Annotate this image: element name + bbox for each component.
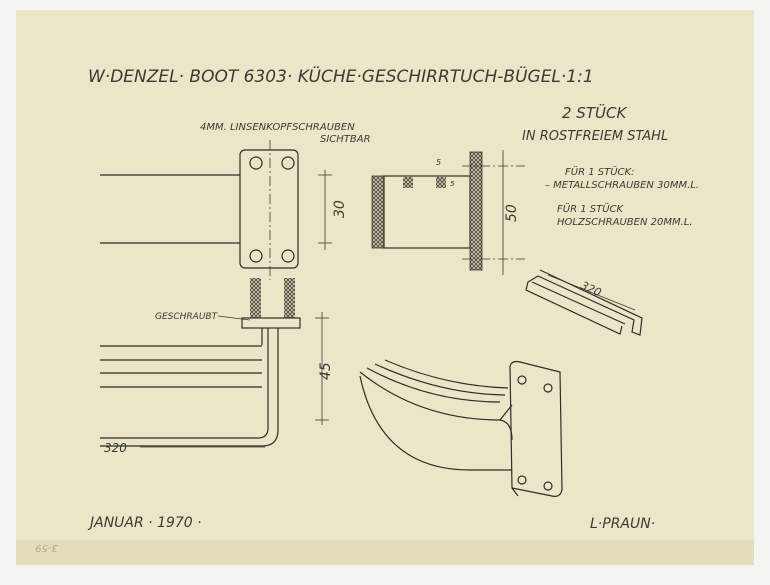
dimension-45: 45 <box>318 362 334 380</box>
label-geschraubt: GESCHRAUBT <box>155 312 219 322</box>
wood-screws-line1: FÜR 1 STÜCK <box>557 202 624 215</box>
wood-screws-line2: HOLZSCHRAUBEN 20MM.L. <box>557 217 693 228</box>
screw-note-line1: 4MM. LINSENKOPFSCHRAUBEN <box>200 122 355 133</box>
paper-sheet <box>16 10 754 565</box>
drawing-author: L·PRAUN· <box>590 516 655 532</box>
top-view: 30 <box>100 140 348 318</box>
quantity-line1: 2 STÜCK <box>562 103 627 122</box>
dimension-5-spacing: 5 <box>436 158 441 167</box>
paper-fold <box>16 540 754 565</box>
screw-note-line2: SICHTBAR <box>320 134 371 145</box>
metal-screws-line1: FÜR 1 STÜCK: <box>565 165 634 178</box>
drawing-date: JANUAR · 1970 · <box>87 515 202 531</box>
section-view: 5 5 50 <box>371 150 525 275</box>
pencil-mark: 3-59 <box>35 542 58 553</box>
large-isometric-view <box>359 359 563 497</box>
dimension-50: 50 <box>504 204 520 222</box>
dimension-30: 30 <box>332 200 348 218</box>
small-isometric-view: 320 <box>525 269 643 336</box>
quantity-line2: IN ROSTFREIEM STAHL <box>522 129 668 144</box>
drawing-title: W·DENZEL· BOOT 6303· KÜCHE·GESCHIRRTUCH-… <box>88 65 594 87</box>
side-view: GESCHRAUBT 45 320 <box>100 312 334 455</box>
dimension-320: 320 <box>104 441 127 455</box>
dimension-5-offset: 5 <box>450 180 455 188</box>
metal-screws-line2: – METALLSCHRAUBEN 30MM.L. <box>545 180 699 191</box>
